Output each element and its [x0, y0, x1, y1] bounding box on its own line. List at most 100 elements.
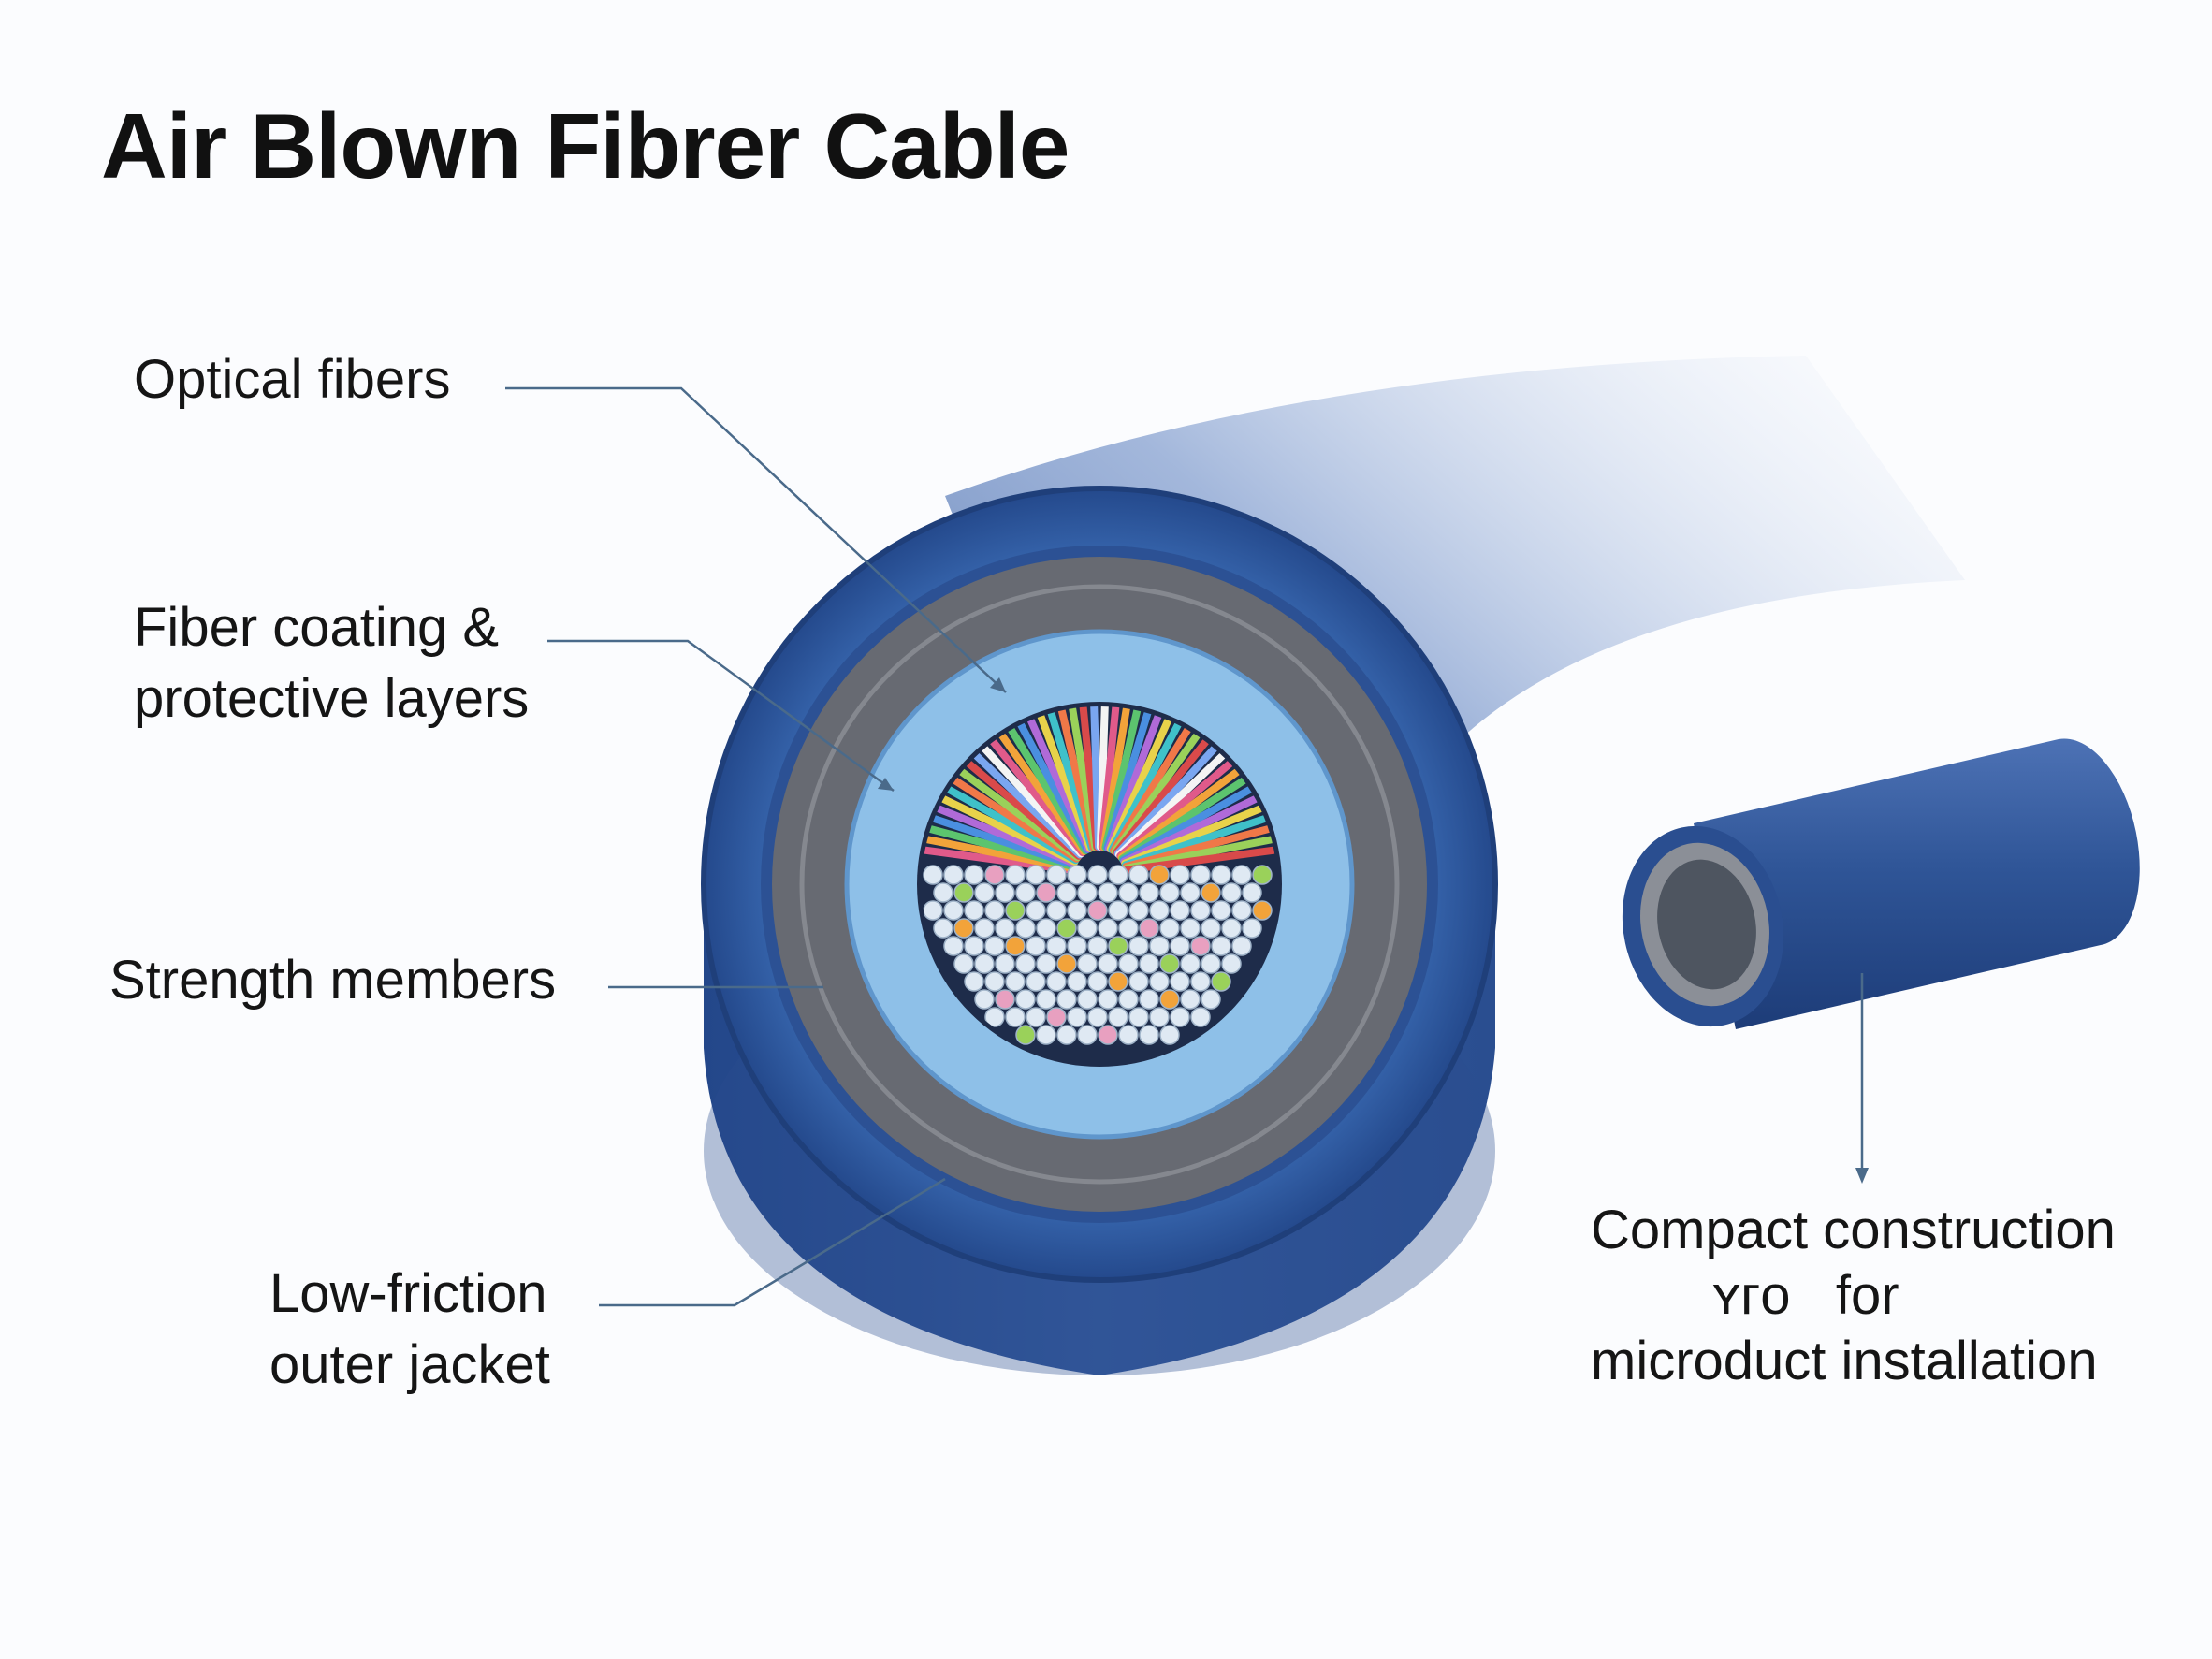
fiber-end [1180, 989, 1201, 1010]
page-title: Air Blown Fibrer Cable [101, 95, 1070, 197]
fiber-end [1036, 882, 1056, 903]
fiber-end [1159, 989, 1180, 1010]
fiber-end [1005, 936, 1026, 956]
label-fiber-coating: Fiber coating & protective layers [134, 597, 530, 729]
fiber-end [1015, 953, 1036, 974]
fiber-end [1118, 989, 1139, 1010]
fiber-end [974, 882, 995, 903]
fiber-end [1087, 900, 1108, 921]
fiber-end [1087, 971, 1108, 992]
fiber-end [995, 918, 1015, 939]
fiber-end [943, 865, 964, 885]
fiber-end [1201, 882, 1221, 903]
fiber-end [1067, 900, 1087, 921]
fiber-end [1231, 936, 1252, 956]
label-outer-jacket: Low-friction outer jacket [269, 1263, 550, 1395]
fiber-end [1108, 936, 1128, 956]
fiber-end [1118, 1025, 1139, 1045]
fiber-end [1201, 953, 1221, 974]
fiber-end [1221, 882, 1242, 903]
arrow-compact [1855, 1168, 1869, 1184]
fiber-end [1067, 936, 1087, 956]
fiber-end [1098, 918, 1118, 939]
fiber-end [1190, 865, 1211, 885]
fiber-end [1015, 1025, 1036, 1045]
fiber-end [1036, 1025, 1056, 1045]
fiber-end [943, 900, 964, 921]
fiber-end [1221, 953, 1242, 974]
fiber-end [1170, 936, 1190, 956]
fiber-end [1211, 936, 1231, 956]
fiber-end [1046, 1007, 1067, 1027]
fiber-end [974, 953, 995, 974]
fiber-end [1180, 953, 1201, 974]
fiber-strand [1098, 706, 1125, 851]
fiber-end [1087, 1007, 1108, 1027]
fiber-end [1139, 918, 1159, 939]
fiber-end [1128, 900, 1149, 921]
fiber-end [1005, 1007, 1026, 1027]
fiber-end [1231, 900, 1252, 921]
fiber-end [1170, 900, 1190, 921]
fiber-strand [922, 813, 1077, 871]
fiber-strand [1020, 706, 1094, 852]
fiber-end [1211, 865, 1231, 885]
fiber-end [923, 865, 943, 885]
fiber-end [1128, 971, 1149, 992]
fiber-end [1067, 1007, 1087, 1027]
arrow-coating [878, 778, 894, 791]
fiber-end [1005, 900, 1026, 921]
fiber-end [1098, 989, 1118, 1010]
fiber-strand [1096, 706, 1111, 851]
fiber-end [923, 900, 943, 921]
fiber-strand [1074, 706, 1101, 851]
fiber-end [964, 865, 984, 885]
fiber-end [984, 936, 1005, 956]
label-optical-fibers: Optical fibers [134, 349, 451, 410]
fiber-end [964, 900, 984, 921]
fiber-end [1015, 918, 1036, 939]
fiber-end [1159, 882, 1180, 903]
fiber-end [1108, 1007, 1128, 1027]
fiber-end [1098, 953, 1118, 974]
fiber-end [1098, 882, 1118, 903]
fiber-strand [1008, 706, 1093, 853]
fiber-end [1056, 882, 1077, 903]
fiber-end [1180, 918, 1201, 939]
fiber-end [995, 953, 1015, 974]
fiber-end [1128, 1007, 1149, 1027]
fiber-end [1170, 865, 1190, 885]
fiber-end [1077, 953, 1098, 974]
fiber-strand [922, 840, 1076, 874]
fiber-end [1046, 900, 1067, 921]
fiber-end [1139, 989, 1159, 1010]
fiber-end [1026, 971, 1046, 992]
optical-fiber-bundle [922, 706, 1277, 1045]
microduct-end-hole [1657, 859, 1756, 990]
fiber-end [1170, 1007, 1190, 1027]
leader-jacket [599, 1177, 946, 1307]
fiber-strand [1122, 800, 1277, 869]
fiber-end [1036, 953, 1056, 974]
fiber-strand [1099, 706, 1138, 851]
fiber-end [1242, 918, 1262, 939]
fiber-strand [1105, 706, 1179, 852]
fiber-end [1211, 900, 1231, 921]
fiber-end [1077, 989, 1098, 1010]
fiber-end [1118, 882, 1139, 903]
fiber-end [1005, 865, 1026, 885]
fiber-end [964, 936, 984, 956]
fiber-end [1026, 865, 1046, 885]
fiber-end [984, 971, 1005, 992]
fiber-strand [1061, 706, 1099, 851]
fiber-end [1046, 936, 1067, 956]
fiber-strand [1034, 706, 1096, 852]
fiber-end [1026, 936, 1046, 956]
fiber-end [1056, 989, 1077, 1010]
fiber-end [1159, 918, 1180, 939]
leader-coating [547, 639, 895, 793]
fiber-end [1036, 989, 1056, 1010]
fiber-end [1139, 882, 1159, 903]
fiber-end [1056, 918, 1077, 939]
fiber-end [964, 971, 984, 992]
